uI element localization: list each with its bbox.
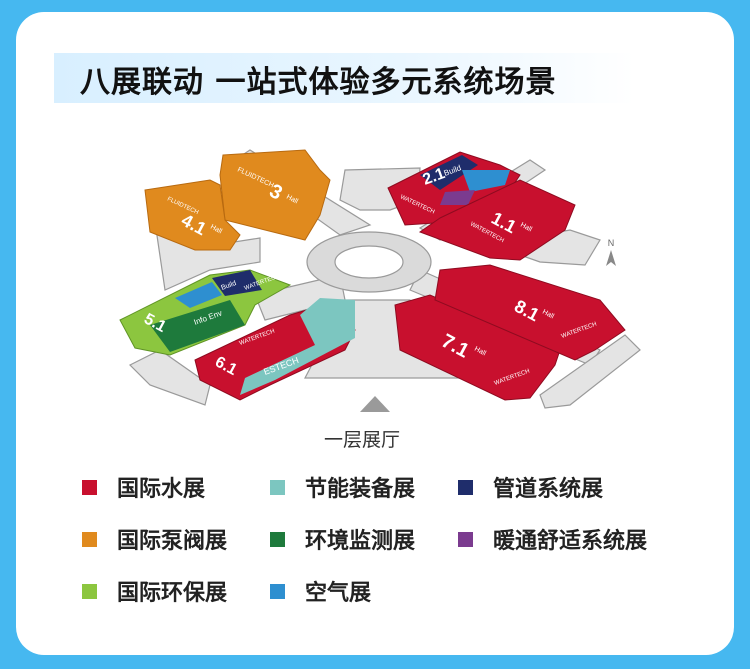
walkway-southeast-arc [539, 334, 641, 409]
hall-8-1[interactable]: 8.1 Hall WATERTECH [434, 264, 626, 361]
legend-item-env: 环境监测展 [270, 524, 415, 554]
hall-5-1-pipe-zone [212, 270, 262, 296]
svg-text:N: N [608, 238, 615, 248]
hall-5-1-air-zone [175, 282, 222, 308]
hall-5-1[interactable]: 5.1 Info Env Build WATERTECH [119, 269, 292, 356]
legend-item-pipe: 管道系统展 [458, 472, 603, 502]
legend-item-hvac: 暖通舒适系统展 [458, 524, 647, 554]
hall-2-1-hvac-zone [440, 190, 475, 205]
hall-2-1-number: 2.1 [421, 165, 448, 189]
legend-label: 环境监测展 [305, 529, 416, 554]
entrance-arrow-icon [360, 396, 390, 412]
legend-swatch [82, 479, 97, 495]
central-roundabout [306, 231, 432, 293]
legend-label: 国际环保展 [117, 581, 228, 606]
floor-caption: 一层展厅 [324, 429, 401, 451]
page-title: 八展联动 一站式体验多元系统场景 [80, 65, 557, 100]
legend-item-energy: 节能装备展 [270, 472, 415, 502]
legend-swatch [82, 583, 97, 599]
legend-swatch [270, 531, 285, 547]
legend-label: 管道系统展 [493, 477, 604, 502]
legend-swatch [458, 531, 473, 547]
legend-label: 暖通舒适系统展 [493, 529, 648, 554]
legend-swatch [458, 479, 473, 495]
legend-label: 节能装备展 [305, 477, 416, 502]
hall-6-1[interactable]: 6.1 ESTECH WATERTECH [194, 298, 356, 401]
hall-2-1-pipe-zone [420, 155, 478, 190]
hall-3[interactable]: 3 Hall FLUIDTECH [219, 149, 331, 241]
legend-item-eco: 国际环保展 [82, 576, 227, 606]
hall-5-1-build: Build [220, 280, 237, 292]
hall-7-1[interactable]: 7.1 Hall WATERTECH [394, 294, 561, 401]
legend-swatch [270, 583, 285, 599]
compass-icon: N [606, 238, 616, 266]
hall-1-1[interactable]: 1.1 Hall WATERTECH [418, 179, 576, 261]
hall-4-1[interactable]: 4.1 Hall FLUIDTECH [144, 179, 241, 251]
legend-item-valve: 国际泵阀展 [82, 524, 227, 554]
legend-swatch [270, 479, 285, 495]
legend-item-air: 空气展 [270, 576, 371, 606]
legend-label: 国际水展 [117, 477, 206, 502]
legend-label: 国际泵阀展 [117, 529, 228, 554]
hall-6-1-energy-zone [240, 298, 355, 395]
legend-swatch [82, 531, 97, 547]
title-banner [54, 53, 634, 103]
hall-2-1-air-zone [462, 170, 510, 192]
hall-5-1-env-zone [150, 300, 245, 352]
legend-label: 空气展 [305, 581, 372, 606]
legend-item-water: 国际水展 [82, 472, 205, 502]
